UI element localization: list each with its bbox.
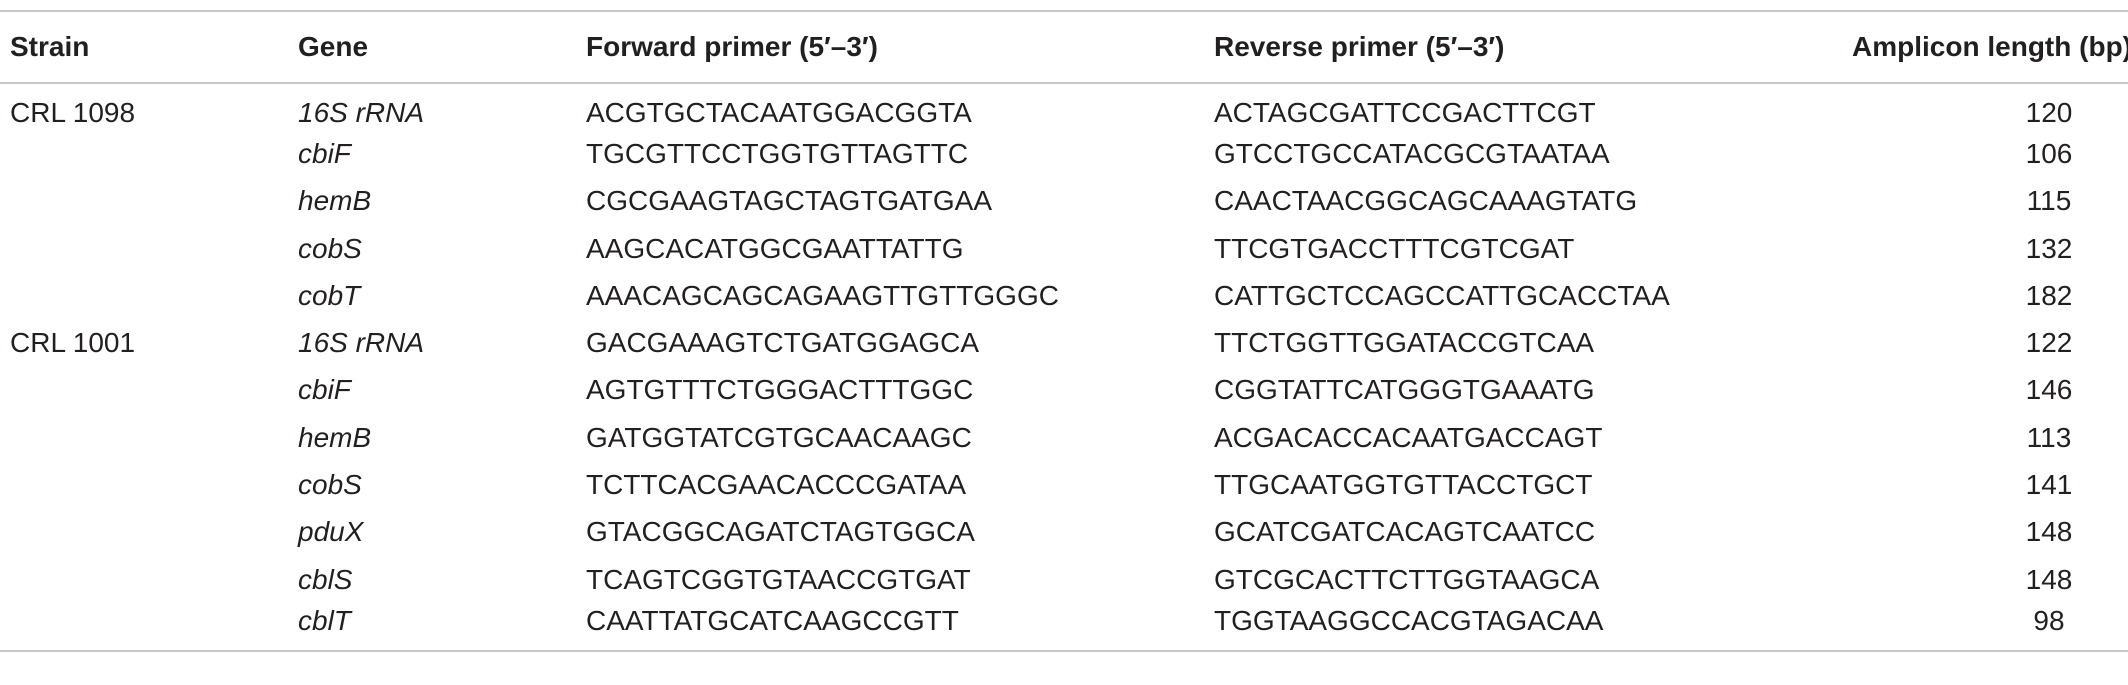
primer-table: Strain Gene Forward primer (5′–3′) Rever… (0, 10, 2128, 652)
cell-forward-primer: TCAGTCGGTGTAACCGTGAT (586, 563, 971, 595)
cell-amplicon-length: 148 (1764, 509, 2128, 556)
header-amplicon-length: Amplicon length (bp) (1764, 10, 2128, 84)
cell-reverse-primer: TTGCAATGGTGTTACCTGCT (1214, 469, 1593, 501)
amplicon-length-value: 148 (2025, 563, 2073, 595)
cell-amplicon-length: 146 (1764, 367, 2128, 414)
cell-reverse-primer: GTCGCACTTCTTGGTAAGCA (1214, 563, 1600, 595)
amplicon-length-value: 115 (2026, 185, 2072, 217)
cell-amplicon-length: 182 (1764, 272, 2128, 319)
header-forward-primer: Forward primer (5′–3′) (586, 10, 1214, 84)
cell-reverse-primer: TGGTAAGGCCACGTAGACAA (1214, 603, 1764, 652)
table-row: cblS TCAGTCGGTGTAACCGTGAT GTCGCACTTCTTGG… (0, 556, 2128, 603)
cell-amplicon-length: 98 (1764, 603, 2128, 652)
amplicon-length-value: 113 (2026, 421, 2072, 453)
cell-gene: 16S rRNA (298, 97, 425, 129)
cell-forward-primer: CGCGAAGTAGCTAGTGATGAA (586, 185, 993, 217)
cell-amplicon-length: 132 (1764, 225, 2128, 272)
cell-strain (0, 130, 298, 177)
cell-amplicon-length: 122 (1764, 319, 2128, 366)
cell-reverse-primer: TTCGTGACCTTTCGTCGAT (1214, 232, 1575, 264)
cell-forward-primer: AAACAGCAGCAGAAGTTGTTGGGC (586, 279, 1059, 311)
amplicon-length-value: 122 (2025, 327, 2073, 359)
cell-forward-primer: TCTTCACGAACACCCGATAA (586, 469, 967, 501)
header-gene: Gene (298, 10, 586, 84)
cell-gene: 16S rRNA (298, 327, 425, 359)
amplicon-length-value: 182 (2025, 279, 2073, 311)
cell-gene: cbiF (298, 374, 351, 406)
cell-reverse-primer: CGGTATTCATGGGTGAAATG (1214, 374, 1595, 406)
cell-gene: cobS (298, 232, 362, 264)
cell-amplicon-length: 115 (1764, 178, 2128, 225)
cell-reverse-primer: CAACTAACGGCAGCAAAGTATG (1214, 185, 1638, 217)
cell-gene: cbiF (298, 137, 351, 169)
amplicon-length-value: 141 (2025, 469, 2073, 501)
cell-gene: hemB (298, 421, 372, 453)
cell-strain (0, 178, 298, 225)
cell-strain (0, 461, 298, 508)
cell-forward-primer: GATGGTATCGTGCAACAAGC (586, 421, 972, 453)
cell-strain (0, 603, 298, 652)
table-header: Strain Gene Forward primer (5′–3′) Rever… (0, 10, 2128, 84)
cell-forward-primer: ACGTGCTACAATGGACGGTA (586, 97, 972, 129)
table-row: cobS TCTTCACGAACACCCGATAA TTGCAATGGTGTTA… (0, 461, 2128, 508)
table-row: CRL 1098 16S rRNA ACGTGCTACAATGGACGGTA A… (0, 83, 2128, 130)
cell-strain (0, 509, 298, 556)
table-row: cobT AAACAGCAGCAGAAGTTGTTGGGC CATTGCTCCA… (0, 272, 2128, 319)
cell-gene: hemB (298, 185, 372, 217)
amplicon-length-value: 132 (2025, 232, 2073, 264)
cell-gene: cblS (298, 563, 353, 595)
cell-reverse-primer: TTCTGGTTGGATACCGTCAA (1214, 327, 1595, 359)
cell-forward-primer: CAATTATGCATCAAGCCGTT (586, 603, 1214, 652)
cell-reverse-primer: CATTGCTCCAGCCATTGCACCTAA (1214, 279, 1670, 311)
table-row: pduX GTACGGCAGATCTAGTGGCA GCATCGATCACAGT… (0, 509, 2128, 556)
header-strain: Strain (0, 10, 298, 84)
cell-reverse-primer: ACGACACCACAATGACCAGT (1214, 421, 1603, 453)
cell-reverse-primer: ACTAGCGATTCCGACTTCGT (1214, 97, 1596, 129)
cell-strain (0, 556, 298, 603)
header-reverse-primer: Reverse primer (5′–3′) (1214, 10, 1764, 84)
cell-forward-primer: AAGCACATGGCGAATTATTG (586, 232, 964, 264)
cell-forward-primer: GACGAAAGTCTGATGGAGCA (586, 327, 980, 359)
cell-amplicon-length: 148 (1764, 556, 2128, 603)
table-body: CRL 1098 16S rRNA ACGTGCTACAATGGACGGTA A… (0, 83, 2128, 652)
cell-strain (0, 367, 298, 414)
cell-gene: cobT (298, 279, 361, 311)
cell-amplicon-length: 141 (1764, 461, 2128, 508)
cell-strain: CRL 1001 (10, 327, 136, 359)
amplicon-length-value: 106 (2025, 137, 2073, 169)
cell-reverse-primer: GTCCTGCCATACGCGTAATAA (1214, 137, 1610, 169)
header-row: Strain Gene Forward primer (5′–3′) Rever… (0, 10, 2128, 84)
table-row: hemB CGCGAAGTAGCTAGTGATGAA CAACTAACGGCAG… (0, 178, 2128, 225)
table-row: CRL 1001 16S rRNA GACGAAAGTCTGATGGAGCA T… (0, 319, 2128, 366)
cell-gene: cblT (298, 603, 586, 652)
cell-amplicon-length: 106 (1764, 130, 2128, 177)
amplicon-length-value: 148 (2025, 516, 2073, 548)
cell-forward-primer: AGTGTTTCTGGGACTTTGGC (586, 374, 974, 406)
cell-forward-primer: TGCGTTCCTGGTGTTAGTTC (586, 137, 969, 169)
cell-strain (0, 272, 298, 319)
cell-strain: CRL 1098 (10, 97, 136, 129)
cell-strain (0, 225, 298, 272)
table-row: hemB GATGGTATCGTGCAACAAGC ACGACACCACAATG… (0, 414, 2128, 461)
amplicon-length-value: 120 (2025, 97, 2073, 129)
amplicon-length-value: 146 (2025, 374, 2073, 406)
cell-amplicon-length: 120 (1764, 83, 2128, 130)
table-row: cbiF AGTGTTTCTGGGACTTTGGC CGGTATTCATGGGT… (0, 367, 2128, 414)
cell-amplicon-length: 113 (1764, 414, 2128, 461)
table-row: cblT CAATTATGCATCAAGCCGTT TGGTAAGGCCACGT… (0, 603, 2128, 652)
table-row: cbiF TGCGTTCCTGGTGTTAGTTC GTCCTGCCATACGC… (0, 130, 2128, 177)
cell-gene: cobS (298, 469, 362, 501)
cell-reverse-primer: GCATCGATCACAGTCAATCC (1214, 516, 1596, 548)
amplicon-length-value: 98 (2033, 605, 2065, 637)
table-row: cobS AAGCACATGGCGAATTATTG TTCGTGACCTTTCG… (0, 225, 2128, 272)
cell-strain (0, 414, 298, 461)
cell-forward-primer: GTACGGCAGATCTAGTGGCA (586, 516, 975, 548)
cell-gene: pduX (298, 516, 364, 548)
